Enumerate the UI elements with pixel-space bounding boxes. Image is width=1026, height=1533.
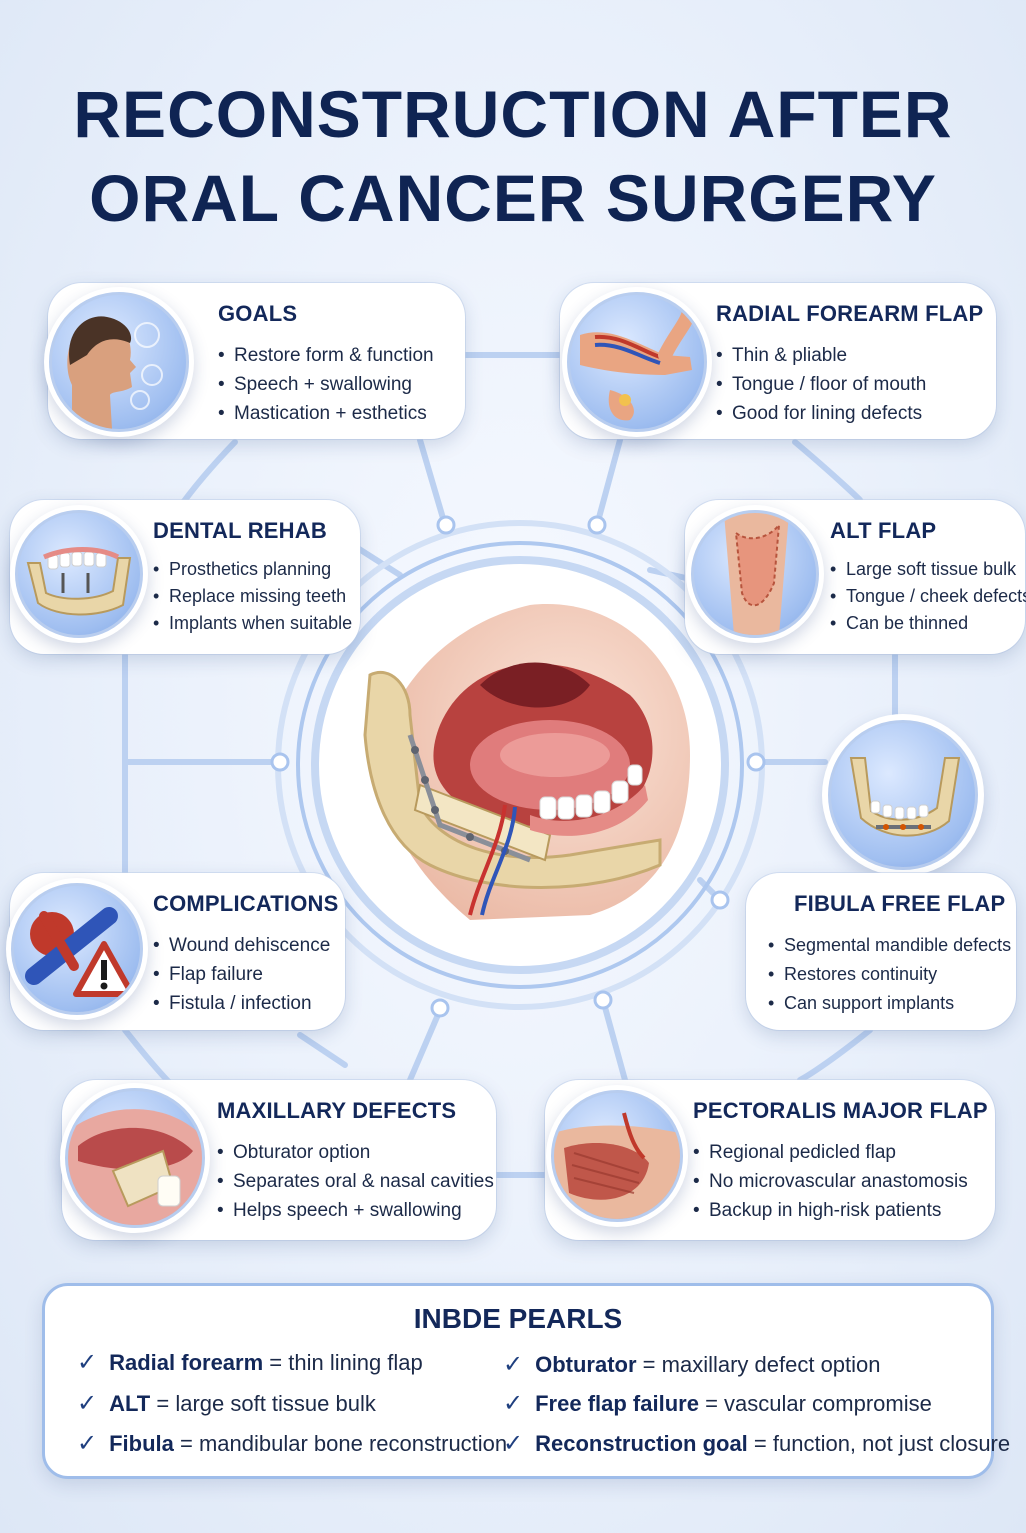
pectoralis-major-item: No microvascular anastomosis — [693, 1167, 988, 1196]
mandible-plate-icon — [849, 757, 961, 837]
fibula-free-flap-item: Segmental mandible defects — [768, 931, 1011, 960]
check-icon: ✓ — [77, 1430, 98, 1457]
pearls-panel: INBDE PEARLS ✓ Radial forearm = thin lini… — [42, 1283, 1010, 1479]
pearl-term: Radial forearm — [109, 1350, 264, 1375]
pearl-text: = large soft tissue bulk — [150, 1391, 376, 1416]
pearl-text: = maxillary defect option — [636, 1352, 881, 1377]
radial-forearm-heading: RADIAL FOREARM FLAP — [716, 301, 984, 326]
fibula-free-flap-card: FIBULA FREE FLAP Segmental mandible defe… — [746, 873, 1016, 1030]
goals-item: Speech + swallowing — [218, 370, 434, 399]
maxillary-defects-badge — [60, 1083, 210, 1233]
maxillary-defects-item: Helps speech + swallowing — [217, 1196, 494, 1225]
maxillary-defects-heading: MAXILLARY DEFECTS — [217, 1098, 457, 1123]
thigh-flap-icon — [724, 513, 789, 635]
goals-item: Mastication + esthetics — [218, 399, 434, 428]
jaw-reconstruction-illustration-icon — [334, 579, 706, 951]
pearl-term: Fibula — [109, 1431, 174, 1456]
dental-rehab-heading: DENTAL REHAB — [153, 518, 327, 543]
page-title: RECONSTRUCTION AFTER ORAL CANCER SURGERY — [0, 72, 1026, 240]
alt-flap-badge — [686, 505, 824, 643]
pearl-term: ALT — [109, 1391, 151, 1416]
check-icon: ✓ — [503, 1351, 524, 1378]
complications-item: Wound dehiscence — [153, 931, 339, 960]
radial-forearm-item: Good for lining defects — [716, 399, 983, 428]
alt-flap-item: Large soft tissue bulk — [830, 556, 1026, 583]
fibula-badge — [822, 714, 984, 876]
maxillary-defects-list: Obturator option Separates oral & nasal … — [217, 1138, 494, 1225]
radial-forearm-badge — [562, 287, 712, 437]
alt-flap-heading: ALT FLAP — [830, 518, 937, 543]
palate-obturator-icon — [68, 1109, 202, 1225]
fibula-free-flap-item: Restores continuity — [768, 960, 1011, 989]
dental-rehab-item: Prosthetics planning — [153, 556, 352, 583]
check-icon: ✓ — [503, 1430, 524, 1457]
pearl-item: ✓ Fibula = mandibular bone reconstruction — [77, 1429, 507, 1458]
goals-badge — [44, 287, 194, 437]
mandible-implant-icon — [26, 547, 132, 616]
pectoralis-major-item: Backup in high-risk patients — [693, 1196, 988, 1225]
alt-flap-item: Can be thinned — [830, 610, 1026, 637]
pearl-term: Free flap failure — [535, 1391, 699, 1416]
check-icon: ✓ — [77, 1390, 98, 1417]
pearl-term: Obturator — [535, 1352, 637, 1377]
warning-vessel-icon — [25, 907, 135, 997]
pearl-item: ✓ Radial forearm = thin lining flap — [77, 1348, 423, 1377]
maxillary-defects-item: Separates oral & nasal cavities — [217, 1167, 494, 1196]
pearl-item: ✓ ALT = large soft tissue bulk — [77, 1389, 376, 1418]
pearl-item: ✓ Reconstruction goal = function, not jus… — [503, 1429, 1010, 1458]
pearl-text: = thin lining flap — [263, 1350, 423, 1375]
center-illustration — [330, 575, 710, 955]
radial-forearm-item: Thin & pliable — [716, 341, 983, 370]
maxillary-defects-item: Obturator option — [217, 1138, 494, 1167]
fibula-free-flap-list: Segmental mandible defects Restores cont… — [768, 931, 1011, 1018]
complications-badge — [6, 878, 148, 1020]
dental-rehab-item: Implants when suitable — [153, 610, 352, 637]
pearl-text: = vascular compromise — [698, 1391, 932, 1416]
dental-rehab-item: Replace missing teeth — [153, 583, 352, 610]
alt-flap-list: Large soft tissue bulk Tongue / cheek de… — [830, 556, 1026, 637]
alt-flap-item: Tongue / cheek defects — [830, 583, 1026, 610]
dental-rehab-badge — [10, 505, 148, 643]
pearl-item: ✓ Free flap failure = vascular compromise — [503, 1389, 932, 1418]
goals-heading: GOALS — [218, 301, 298, 326]
fibula-free-flap-heading: FIBULA FREE FLAP — [794, 891, 1006, 916]
title-line-1: RECONSTRUCTION AFTER — [73, 77, 953, 151]
pearl-term: Reconstruction goal — [535, 1431, 748, 1456]
pectoralis-major-item: Regional pedicled flap — [693, 1138, 988, 1167]
complications-item: Fistula / infection — [153, 989, 339, 1018]
complications-list: Wound dehiscence Flap failure Fistula / … — [153, 931, 339, 1018]
pectoralis-major-badge — [546, 1085, 688, 1227]
forearm-icon — [580, 308, 695, 421]
complications-item: Flap failure — [153, 960, 339, 989]
chest-muscle-icon — [554, 1112, 680, 1219]
face-profile-icon — [67, 316, 163, 429]
title-line-2: ORAL CANCER SURGERY — [89, 161, 937, 235]
goals-item: Restore form & function — [218, 341, 434, 370]
dental-rehab-list: Prosthetics planning Replace missing tee… — [153, 556, 352, 637]
pearls-heading: INBDE PEARLS — [413, 1303, 623, 1334]
pearl-item: ✓ Obturator = maxillary defect option — [503, 1350, 881, 1379]
fibula-free-flap-item: Can support implants — [768, 989, 1011, 1018]
radial-forearm-list: Thin & pliable Tongue / floor of mouth G… — [716, 341, 983, 428]
pectoralis-major-list: Regional pedicled flap No microvascular … — [693, 1138, 988, 1225]
pearl-text: = function, not just closure — [747, 1431, 1011, 1456]
radial-forearm-item: Tongue / floor of mouth — [716, 370, 983, 399]
check-icon: ✓ — [503, 1390, 524, 1417]
check-icon: ✓ — [77, 1349, 98, 1376]
pearl-text: = mandibular bone reconstruction — [173, 1431, 508, 1456]
complications-heading: COMPLICATIONS — [153, 891, 339, 916]
goals-list: Restore form & function Speech + swallow… — [218, 341, 434, 428]
pectoralis-major-heading: PECTORALIS MAJOR FLAP — [693, 1098, 988, 1123]
